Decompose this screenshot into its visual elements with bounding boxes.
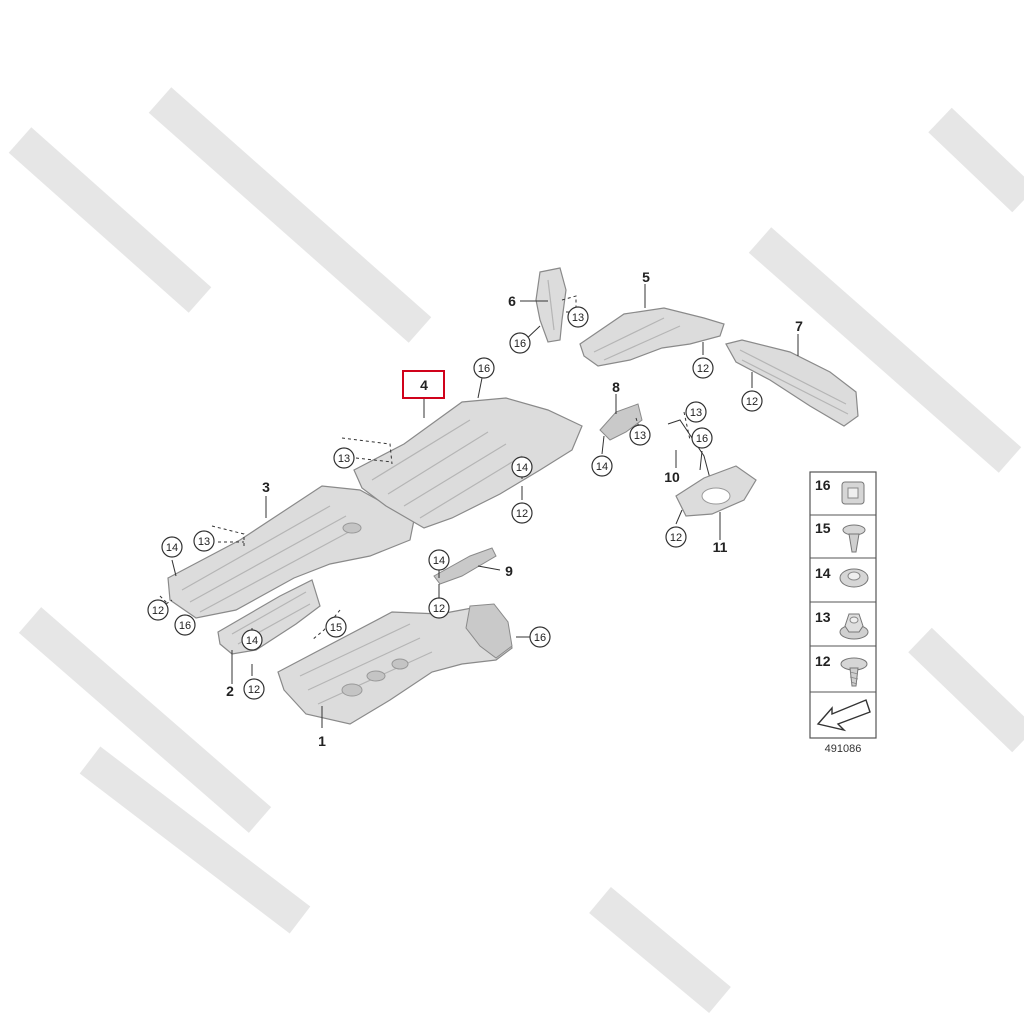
part-label-3[interactable]: 3 xyxy=(262,479,270,495)
fastener-callouts: 16 13 14 12 16 13 12 12 13 14 13 16 12 1… xyxy=(147,306,763,700)
expanding-rivet-icon xyxy=(842,524,866,553)
screw-icon xyxy=(840,657,868,687)
diagram-id: 491086 xyxy=(825,743,862,755)
callout-14[interactable]: 14 xyxy=(511,456,533,478)
callout-16[interactable]: 16 xyxy=(473,357,495,379)
flange-nut-icon xyxy=(839,568,869,588)
legend-row-15[interactable]: 15 xyxy=(815,520,866,553)
callout-16[interactable]: 16 xyxy=(529,626,551,648)
svg-text:13: 13 xyxy=(634,430,646,442)
part-6-bracket[interactable] xyxy=(535,267,567,343)
svg-text:13: 13 xyxy=(572,312,584,324)
svg-text:12: 12 xyxy=(516,508,528,520)
part-11-shield[interactable] xyxy=(675,465,757,517)
svg-text:16: 16 xyxy=(514,338,526,350)
svg-text:12: 12 xyxy=(248,684,260,696)
svg-text:14: 14 xyxy=(246,635,258,647)
callout-12[interactable]: 12 xyxy=(147,599,169,621)
callout-13[interactable]: 13 xyxy=(193,530,215,552)
clip-nut-icon xyxy=(841,481,865,505)
part-7-strip[interactable] xyxy=(725,339,859,427)
callout-15[interactable]: 15 xyxy=(325,616,347,638)
callout-12[interactable]: 12 xyxy=(511,502,533,524)
svg-text:16: 16 xyxy=(179,620,191,632)
part-label-1[interactable]: 1 xyxy=(318,733,326,749)
callout-12[interactable]: 12 xyxy=(665,526,687,548)
svg-text:12: 12 xyxy=(815,653,831,669)
svg-text:12: 12 xyxy=(152,605,164,617)
svg-text:13: 13 xyxy=(815,609,831,625)
callout-14[interactable]: 14 xyxy=(428,549,450,571)
svg-text:12: 12 xyxy=(697,363,709,375)
callout-12[interactable]: 12 xyxy=(243,678,265,700)
svg-text:13: 13 xyxy=(338,453,350,465)
legend-row-13[interactable]: 13 xyxy=(815,609,869,640)
callout-16[interactable]: 16 xyxy=(691,427,713,449)
callout-16[interactable]: 16 xyxy=(509,332,531,354)
svg-text:14: 14 xyxy=(815,565,831,581)
part-labels: 4 3 1 2 5 6 7 8 9 10 11 xyxy=(226,269,803,749)
arrow-icon xyxy=(816,699,871,732)
part-3-panel[interactable] xyxy=(167,485,415,619)
svg-text:14: 14 xyxy=(166,542,178,554)
part-9-strip[interactable] xyxy=(433,547,497,585)
part-label-9[interactable]: 9 xyxy=(505,563,513,579)
callout-13[interactable]: 13 xyxy=(629,424,651,446)
svg-text:14: 14 xyxy=(516,462,528,474)
part-label-2[interactable]: 2 xyxy=(226,683,234,699)
svg-text:16: 16 xyxy=(815,477,831,493)
fastener-legend: 16 15 14 13 xyxy=(809,471,877,755)
part-1-panel[interactable] xyxy=(277,603,513,725)
part-label-5[interactable]: 5 xyxy=(642,269,650,285)
legend-row-14[interactable]: 14 xyxy=(815,565,869,588)
hex-nut-icon xyxy=(839,613,869,640)
callout-12[interactable]: 12 xyxy=(428,597,450,619)
part-label-10[interactable]: 10 xyxy=(664,469,680,485)
svg-text:15: 15 xyxy=(815,520,831,536)
svg-text:14: 14 xyxy=(596,461,608,473)
svg-text:13: 13 xyxy=(690,407,702,419)
svg-text:15: 15 xyxy=(330,622,342,634)
svg-text:12: 12 xyxy=(433,603,445,615)
part-5-bracket[interactable] xyxy=(579,307,725,367)
part-label-11[interactable]: 11 xyxy=(713,539,728,555)
svg-text:16: 16 xyxy=(478,363,490,375)
callout-13[interactable]: 13 xyxy=(333,447,355,469)
callout-13[interactable]: 13 xyxy=(567,306,589,328)
part-label-6[interactable]: 6 xyxy=(508,293,516,309)
svg-text:12: 12 xyxy=(746,396,758,408)
callout-12[interactable]: 12 xyxy=(692,357,714,379)
svg-text:12: 12 xyxy=(670,532,682,544)
callout-14[interactable]: 14 xyxy=(161,536,183,558)
part-label-8[interactable]: 8 xyxy=(612,379,620,395)
svg-text:16: 16 xyxy=(696,433,708,445)
part-label-7[interactable]: 7 xyxy=(795,318,803,334)
part-label-4[interactable]: 4 xyxy=(420,377,428,393)
svg-text:13: 13 xyxy=(198,536,210,548)
callout-14[interactable]: 14 xyxy=(241,629,263,651)
highlight-box xyxy=(402,370,445,399)
part-4-panel[interactable] xyxy=(353,397,583,529)
watermark xyxy=(8,87,1024,1014)
svg-text:14: 14 xyxy=(433,555,445,567)
svg-text:16: 16 xyxy=(534,632,546,644)
callout-13[interactable]: 13 xyxy=(685,401,707,423)
legend-row-16[interactable]: 16 xyxy=(815,477,865,505)
callout-16[interactable]: 16 xyxy=(174,614,196,636)
callout-12[interactable]: 12 xyxy=(741,390,763,412)
legend-row-12[interactable]: 12 xyxy=(815,653,868,687)
callout-14[interactable]: 14 xyxy=(591,455,613,477)
